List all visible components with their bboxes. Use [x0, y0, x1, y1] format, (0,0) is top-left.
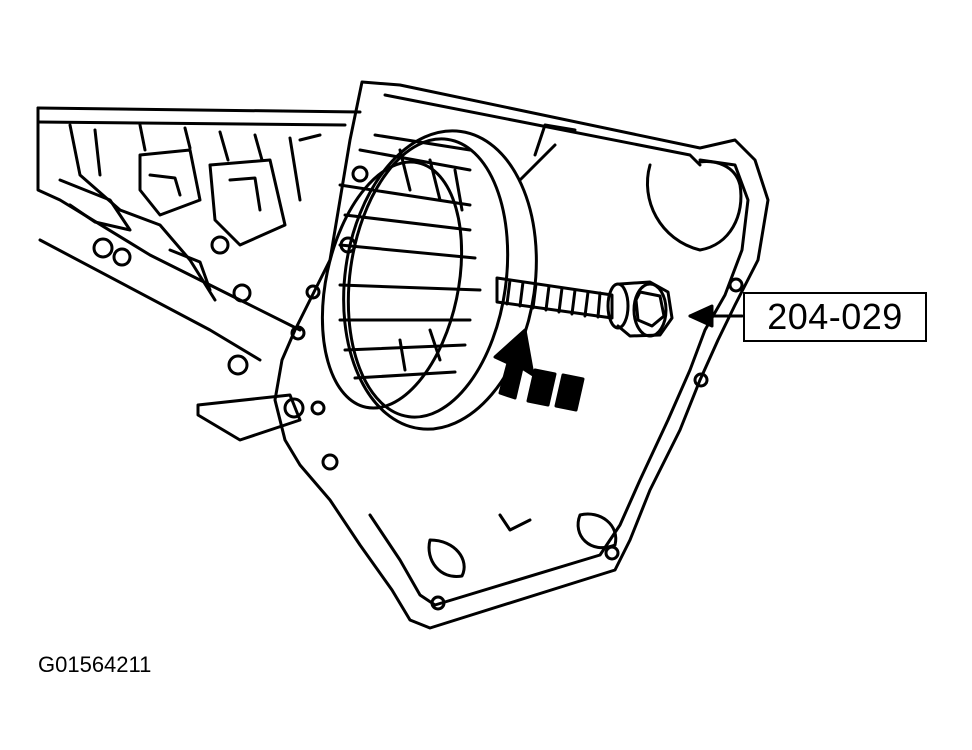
figure-id: G01564211: [38, 652, 152, 677]
direction-arrow-icon: [493, 328, 585, 412]
bell-housing: [273, 80, 770, 630]
tool-number-label: 204-029: [743, 292, 927, 342]
bolt-tool-illustration: [495, 276, 674, 338]
transmission-body: [36, 106, 362, 442]
bore-rings: [320, 129, 538, 431]
callout-arrow-icon: [688, 304, 744, 328]
